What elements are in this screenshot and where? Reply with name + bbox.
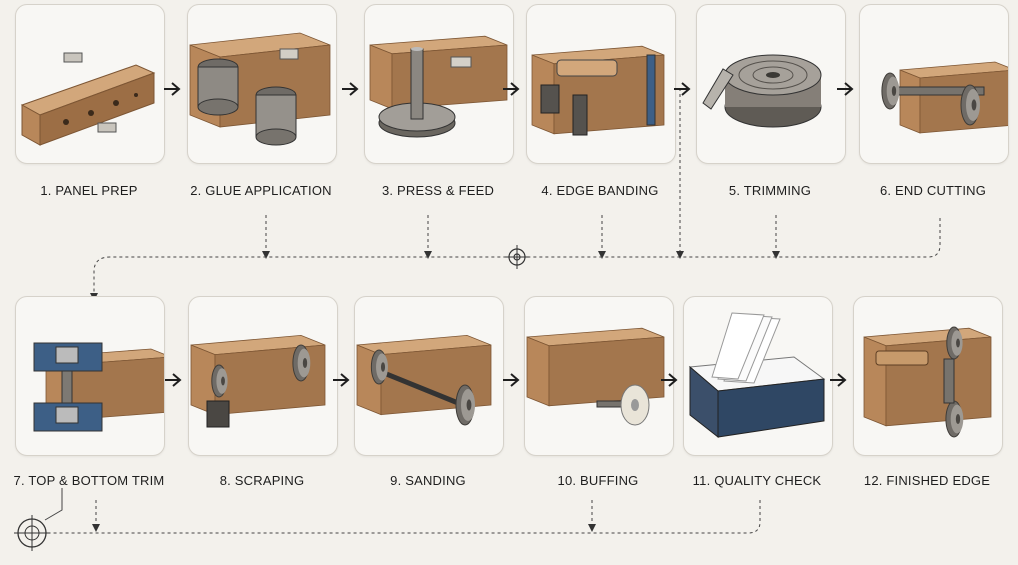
edge-banding-illustration	[531, 45, 665, 136]
step-card-6	[859, 4, 1009, 164]
step-card-8	[188, 296, 338, 456]
step-label-8: 8. SCRAPING	[219, 473, 305, 488]
arrow-right-icon	[333, 373, 350, 387]
buffing-illustration	[526, 327, 665, 426]
arrow-right-icon	[837, 82, 854, 96]
arrow-right-icon	[164, 82, 181, 96]
bottom-return-line	[32, 500, 761, 534]
step-label-4: 4. EDGE BANDING	[541, 183, 659, 198]
finished-edge-illustration	[863, 326, 992, 438]
step-label-11: 11. QUALITY CHECK	[692, 473, 822, 488]
step-label-6: 6. END CUTTING	[879, 183, 987, 198]
return-line-6	[90, 218, 941, 301]
arrow-right-icon	[165, 373, 182, 387]
step-label-2: 2. GLUE APPLICATION	[190, 183, 332, 198]
step-label-5: 5. TRIMMING	[728, 183, 812, 198]
step-card-3	[364, 4, 514, 164]
arrow-right-icon	[674, 82, 691, 96]
crosshair-target-icon	[505, 245, 529, 269]
step-card-5	[696, 4, 846, 164]
sanding-illustration	[356, 334, 492, 426]
crosshair-target-icon	[14, 515, 50, 551]
step-card-4	[526, 4, 676, 164]
arrow-right-icon	[342, 82, 359, 96]
panel-prep-illustration	[20, 52, 156, 146]
step-card-11	[683, 296, 833, 456]
step-card-7	[15, 296, 165, 456]
top-bottom-trim-illustration	[33, 342, 164, 432]
arrow-right-icon	[661, 373, 678, 387]
arrow-right-icon	[503, 373, 520, 387]
step-label-1: 1. PANEL PREP	[40, 183, 138, 198]
scraping-illustration	[190, 334, 326, 428]
step-card-9	[354, 296, 504, 456]
step-card-2	[187, 4, 337, 164]
step-label-10: 10. BUFFING	[557, 473, 639, 488]
step7-to-target	[44, 488, 63, 521]
glue-application-illustration	[189, 32, 331, 146]
step-card-12	[853, 296, 1003, 456]
press-feed-illustration	[369, 35, 508, 138]
arrow-right-icon	[503, 82, 520, 96]
step-label-9: 9. SANDING	[390, 473, 466, 488]
step-card-10	[524, 296, 674, 456]
quality-check-illustration	[688, 312, 826, 439]
arrow-right-icon	[830, 373, 847, 387]
step-label-3: 3. PRESS & FEED	[381, 183, 495, 198]
end-cutting-illustration	[881, 61, 1008, 134]
step-label-12: 12. FINISHED EDGE	[863, 473, 991, 488]
step-label-7: 7. TOP & BOTTOM TRIM	[13, 473, 165, 488]
step-card-1	[15, 4, 165, 164]
trimming-illustration	[702, 54, 822, 128]
